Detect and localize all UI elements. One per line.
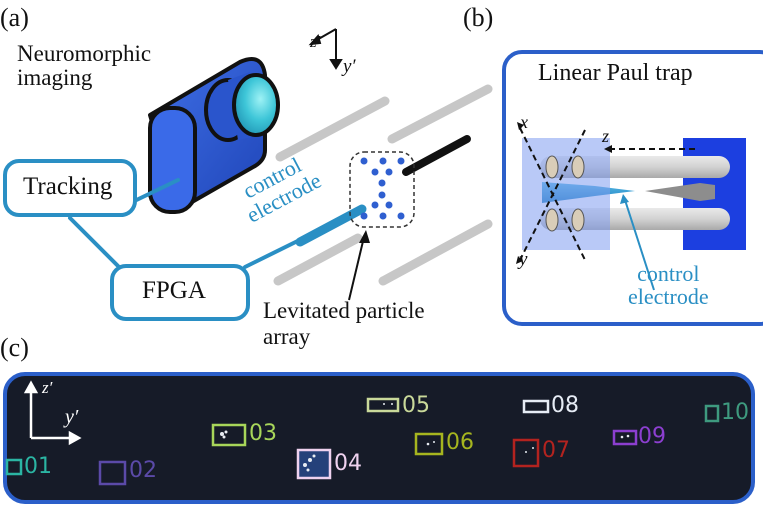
control-electrode-label-b: control electrode: [628, 262, 709, 308]
pointer-head: [620, 194, 629, 204]
x-arrow-head: [517, 122, 524, 130]
track-box-06: [414, 432, 444, 456]
gray-needle: [645, 183, 715, 201]
tracking-box: [3, 159, 137, 217]
axis-z-prime-label: z′: [310, 32, 321, 51]
rod-top-right: [387, 84, 493, 144]
track-label-01: 01: [24, 454, 52, 479]
y-arrow-head: [516, 256, 523, 264]
particle: [385, 168, 393, 176]
track-label-08: 08: [551, 393, 579, 418]
particle: [378, 179, 386, 187]
axis-y-prime-label: y′: [343, 56, 356, 77]
panel-a-diagram: [3, 28, 493, 321]
track-box-09: [612, 429, 638, 446]
camera-label-line2: imaging: [17, 65, 93, 91]
event-camera-view: [3, 372, 755, 504]
particle-array-box: [349, 151, 415, 228]
fpga-box: [110, 264, 250, 321]
particle: [397, 212, 405, 220]
control-electrode-b-line1: control: [637, 261, 700, 286]
particle-array-arrow: [348, 236, 365, 301]
track-box-01: [5, 458, 23, 476]
track-box-05: [366, 397, 400, 413]
axes-a: [308, 28, 343, 70]
track-label-05: 05: [402, 393, 430, 418]
paul-trap-title: Linear Paul trap: [538, 60, 693, 86]
particle: [379, 212, 387, 220]
track-label-04: 04: [334, 451, 362, 476]
particle: [379, 157, 387, 165]
z-arrow-head: [604, 145, 612, 153]
tracking-to-fpga-line: [68, 216, 122, 270]
track-box-02: [98, 460, 127, 486]
event-speckles: [220, 403, 630, 472]
panel-a-label: (a): [0, 3, 29, 32]
event-camera-overlay: [5, 380, 720, 486]
neuromorphic-imaging-label: Neuromorphic imaging: [17, 41, 152, 91]
panel-c-label: (c): [0, 333, 29, 362]
control-electrode-pointer: [624, 199, 655, 291]
axis-x-label: x: [520, 112, 528, 132]
track-label-02: 02: [129, 458, 157, 483]
axis-z-label: z: [602, 126, 610, 146]
arrow-head: [359, 230, 370, 243]
track-label-07: 07: [542, 438, 570, 463]
particle-array-line1: Levitated particle: [263, 298, 425, 323]
camera-label-line1: Neuromorphic: [17, 41, 152, 66]
control-electrode-rod: [295, 204, 367, 247]
paul-trap-diagram: [516, 122, 746, 291]
track-box-08: [522, 399, 550, 414]
particle: [360, 212, 368, 220]
particle: [385, 201, 393, 209]
axis-y-label: y: [519, 249, 528, 270]
particle: [378, 191, 386, 199]
track-box-10: [704, 404, 720, 423]
rod-bottom-left: [273, 233, 363, 286]
panel-b-label: (b): [463, 3, 494, 32]
rod-ends: [545, 155, 585, 232]
particle: [397, 157, 405, 165]
particle: [371, 168, 379, 176]
black-electrode: [402, 135, 471, 176]
levitated-particle-array-label: Levitated particle array: [263, 298, 425, 351]
rod-bottom-right: [378, 219, 493, 286]
axes-b: [519, 127, 695, 261]
axis-y-prime-c: y′: [65, 406, 79, 428]
trap-rods: [273, 84, 493, 286]
track-box-07: [512, 438, 540, 468]
particle-array-line2: array: [263, 324, 311, 350]
rod-top-left: [275, 96, 390, 162]
track-label-06: 06: [446, 430, 474, 455]
track-box-04: [296, 448, 332, 480]
particle: [371, 201, 379, 209]
tracking-label: Tracking: [23, 173, 113, 200]
axes-c: [23, 380, 82, 446]
track-label-10: 10: [721, 400, 749, 425]
track-label-03: 03: [249, 421, 277, 446]
axis-z-prime-c: z′: [42, 378, 53, 397]
track-label-09: 09: [638, 424, 666, 449]
end-cap: [522, 138, 610, 250]
track-box-03: [211, 423, 247, 447]
control-electrode-b-line2: electrode: [628, 284, 709, 310]
fpga-label: FPGA: [142, 277, 206, 304]
particle-dots: [360, 157, 405, 220]
particle: [360, 157, 368, 165]
